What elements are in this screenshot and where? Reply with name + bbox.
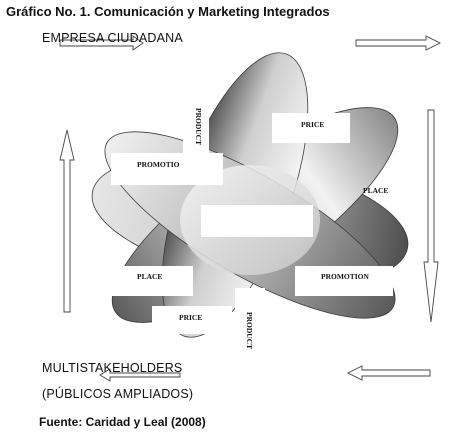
arrow-bottom-left-left bbox=[99, 368, 181, 382]
price-top-label: PRICE bbox=[301, 120, 324, 129]
box-place-left: PLACE bbox=[111, 266, 193, 296]
product-bottom-label: PRODUCT bbox=[245, 312, 254, 349]
promotion-right-label: PROMOTION bbox=[321, 272, 369, 281]
place-right-label: PLACE bbox=[363, 186, 388, 195]
arrow-left-up bbox=[59, 129, 75, 313]
box-price-bottom: PRICE bbox=[152, 306, 232, 334]
arrow-top-left-right bbox=[59, 35, 144, 51]
box-product-bottom: PRODUCT bbox=[235, 288, 265, 360]
product-top-label: PRODUCT bbox=[194, 108, 203, 145]
place-left-label: PLACE bbox=[137, 272, 162, 281]
box-promotion-left: PROMOTIO bbox=[111, 153, 223, 185]
promotion-left-label: PROMOTIO bbox=[137, 160, 180, 169]
figure-title: Gráfico No. 1. Comunicación y Marketing … bbox=[6, 4, 330, 19]
box-center-empty bbox=[201, 205, 313, 237]
arrow-bottom-right-left bbox=[346, 365, 431, 381]
empresa-ciudadana-label: EMPRESA CIUDADANA bbox=[42, 31, 183, 45]
box-price-top: PRICE bbox=[272, 113, 350, 143]
arrow-right-down bbox=[423, 109, 439, 323]
box-place-right: PLACE bbox=[363, 186, 388, 195]
source-citation: Fuente: Caridad y Leal (2008) bbox=[39, 415, 206, 429]
box-promotion-right: PROMOTION bbox=[295, 266, 393, 296]
price-bottom-label: PRICE bbox=[179, 313, 202, 322]
multistakeholders-label: MULTISTAKEHOLDERS bbox=[42, 361, 183, 375]
arrow-top-right-right bbox=[355, 35, 442, 51]
box-product-top: PRODUCT bbox=[183, 85, 209, 163]
publicos-ampliados-label: (PÚBLICOS AMPLIADOS) bbox=[42, 387, 194, 401]
